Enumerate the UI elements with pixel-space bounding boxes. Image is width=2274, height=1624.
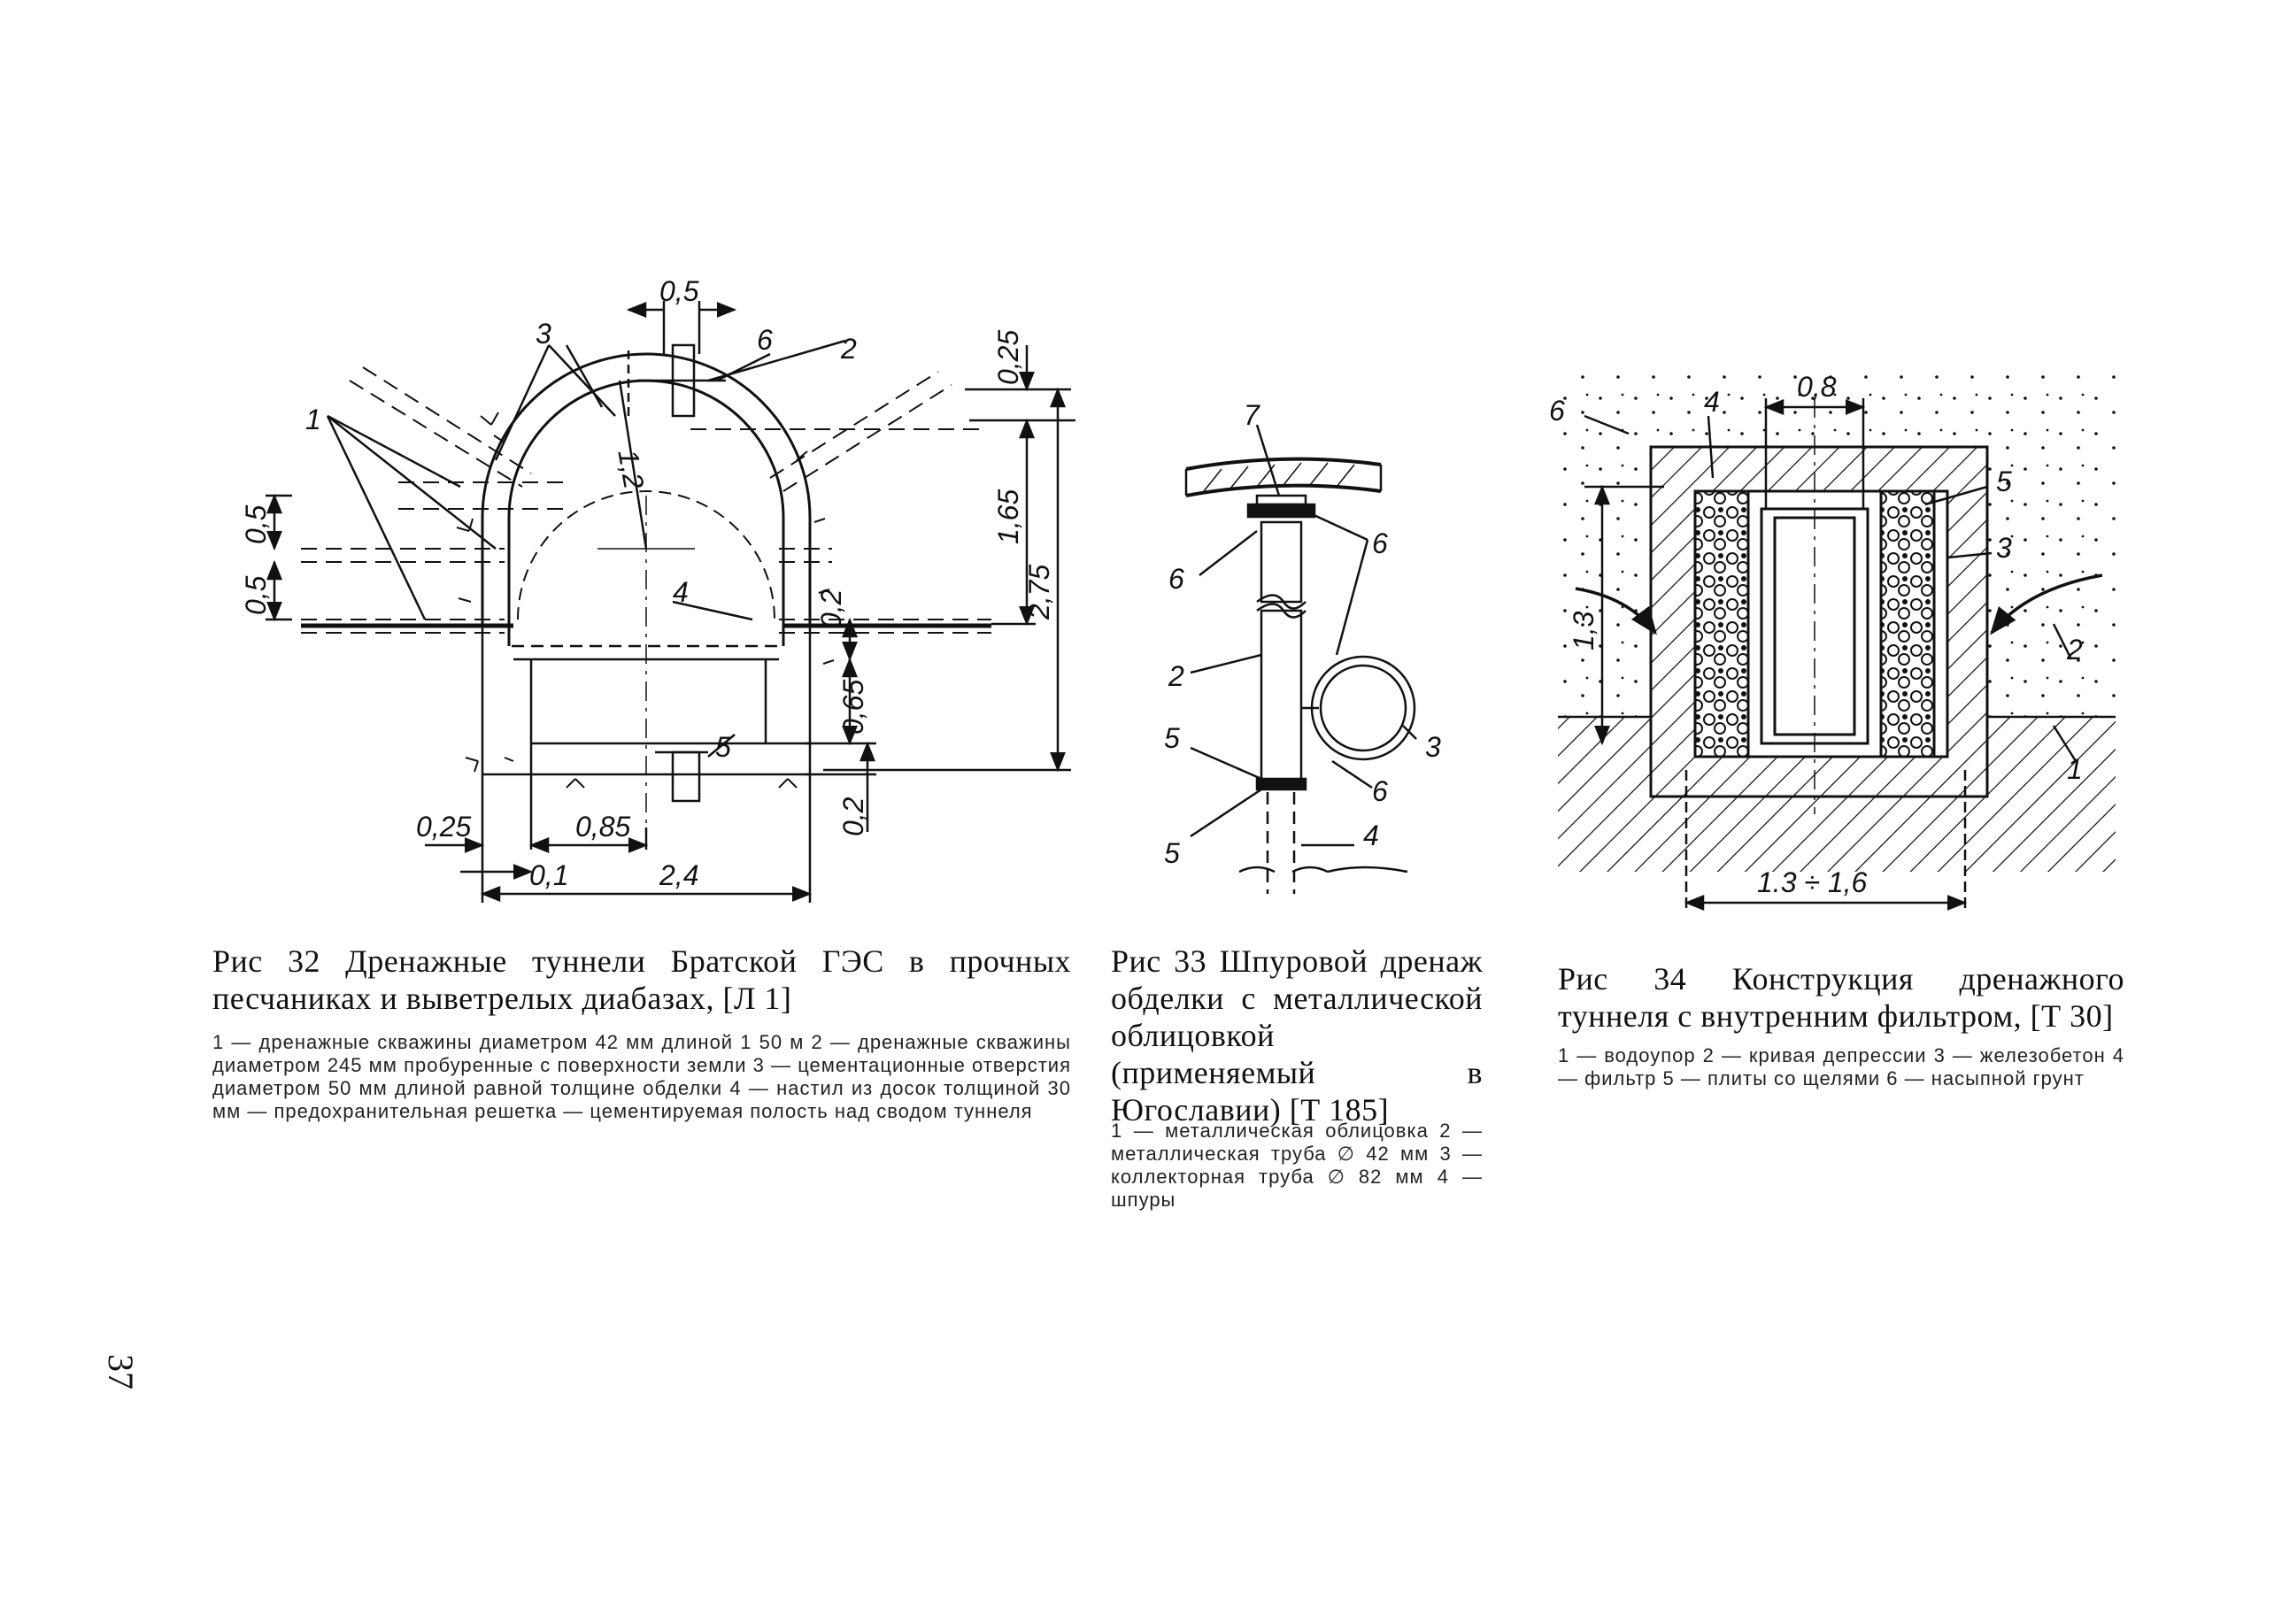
fig32-dim-0-2-lower: 0,2 [837,797,869,836]
fig32-label-3: 3 [536,318,551,350]
fig34-caption: Рис 34 Конструкция дренажного туннеля с … [1558,961,2124,1034]
fig33-label-7: 7 [1244,399,1260,431]
fig32-label-2: 2 [840,333,857,365]
fig32-dim-0-25-bottom: 0,25 [416,811,471,843]
fig32-dim-0-1: 0,1 [529,859,568,891]
fig33-label-3: 3 [1425,731,1441,763]
fig33-caption: Рис 33 Шпуровой дренаж обделки с металли… [1111,943,1483,1128]
fig33-label-6-left: 6 [1168,563,1184,595]
fig32-dim-1-65: 1,65 [992,489,1024,544]
fig32-label-1: 1 [305,404,321,435]
fig32-dim-0-5-lower: 0,5 [240,575,272,615]
fig34-label-6: 6 [1549,395,1565,427]
fig32-dim-0-2-upper: 0,2 [815,589,847,628]
fig32-label-6: 6 [757,324,773,356]
fig34-label-4: 4 [1704,386,1720,418]
fig32-dim-0-85: 0,85 [575,811,630,843]
fig32-dim-0-5-upper: 0,5 [240,504,272,544]
fig32-dim-0-65: 0,65 [837,680,869,735]
fig34-legend: 1 — водоупор 2 — кривая депрессии 3 — же… [1558,1044,2124,1089]
fig32-caption: Рис 32 Дренажные туннели Братской ГЭС в … [212,943,1071,1016]
fig32-dim-2-75: 2,75 [1023,565,1055,620]
fig32-label-4: 4 [673,576,689,608]
fig33-label-5-upper: 5 [1164,722,1180,754]
fig33-label-2: 2 [1168,660,1184,692]
fig33-label-6-lower: 6 [1372,775,1388,807]
fig33-label-4: 4 [1363,820,1379,851]
fig34-dim-1-3-1-6: 1.3 ÷ 1,6 [1757,866,1868,898]
figure-33-drawing: 7 6 6 2 3 5 6 5 4 [1164,399,1441,894]
fig32-legend: 1 — дренажные скважины диаметром 42 мм д… [212,1031,1071,1122]
fig32-dim-0-25-top: 0,25 [992,330,1024,385]
fig32-label-5: 5 [715,731,731,763]
fig34-label-1: 1 [2067,753,2083,785]
fig34-dim-0-8: 0,8 [1797,371,1837,403]
fig32-radius-label: 1,2 [612,447,650,491]
fig34-label-3: 3 [1996,532,2012,564]
fig34-label-2: 2 [2066,634,2083,666]
fig33-legend: 1 — металлическая облицовка 2 — металлич… [1111,1120,1483,1211]
fig34-label-5: 5 [1996,466,2012,497]
fig32-dim-top-width: 0,5 [659,275,699,307]
fig33-label-6-right: 6 [1372,527,1388,559]
figure-34-drawing: 6 4 0,8 5 3 1,3 2 1 1.3 ÷ 1,6 [1549,371,2116,912]
figure-32-drawing: 1 3 6 2 4 5 1,2 0,5 0,25 1,65 2,75 0,5 0… [240,275,1075,903]
fig32-dim-2-4: 2,4 [659,859,698,891]
fig33-label-5-lower: 5 [1164,837,1180,869]
page-number: 37 [101,1354,141,1389]
fig34-dim-1-3: 1,3 [1568,611,1600,650]
